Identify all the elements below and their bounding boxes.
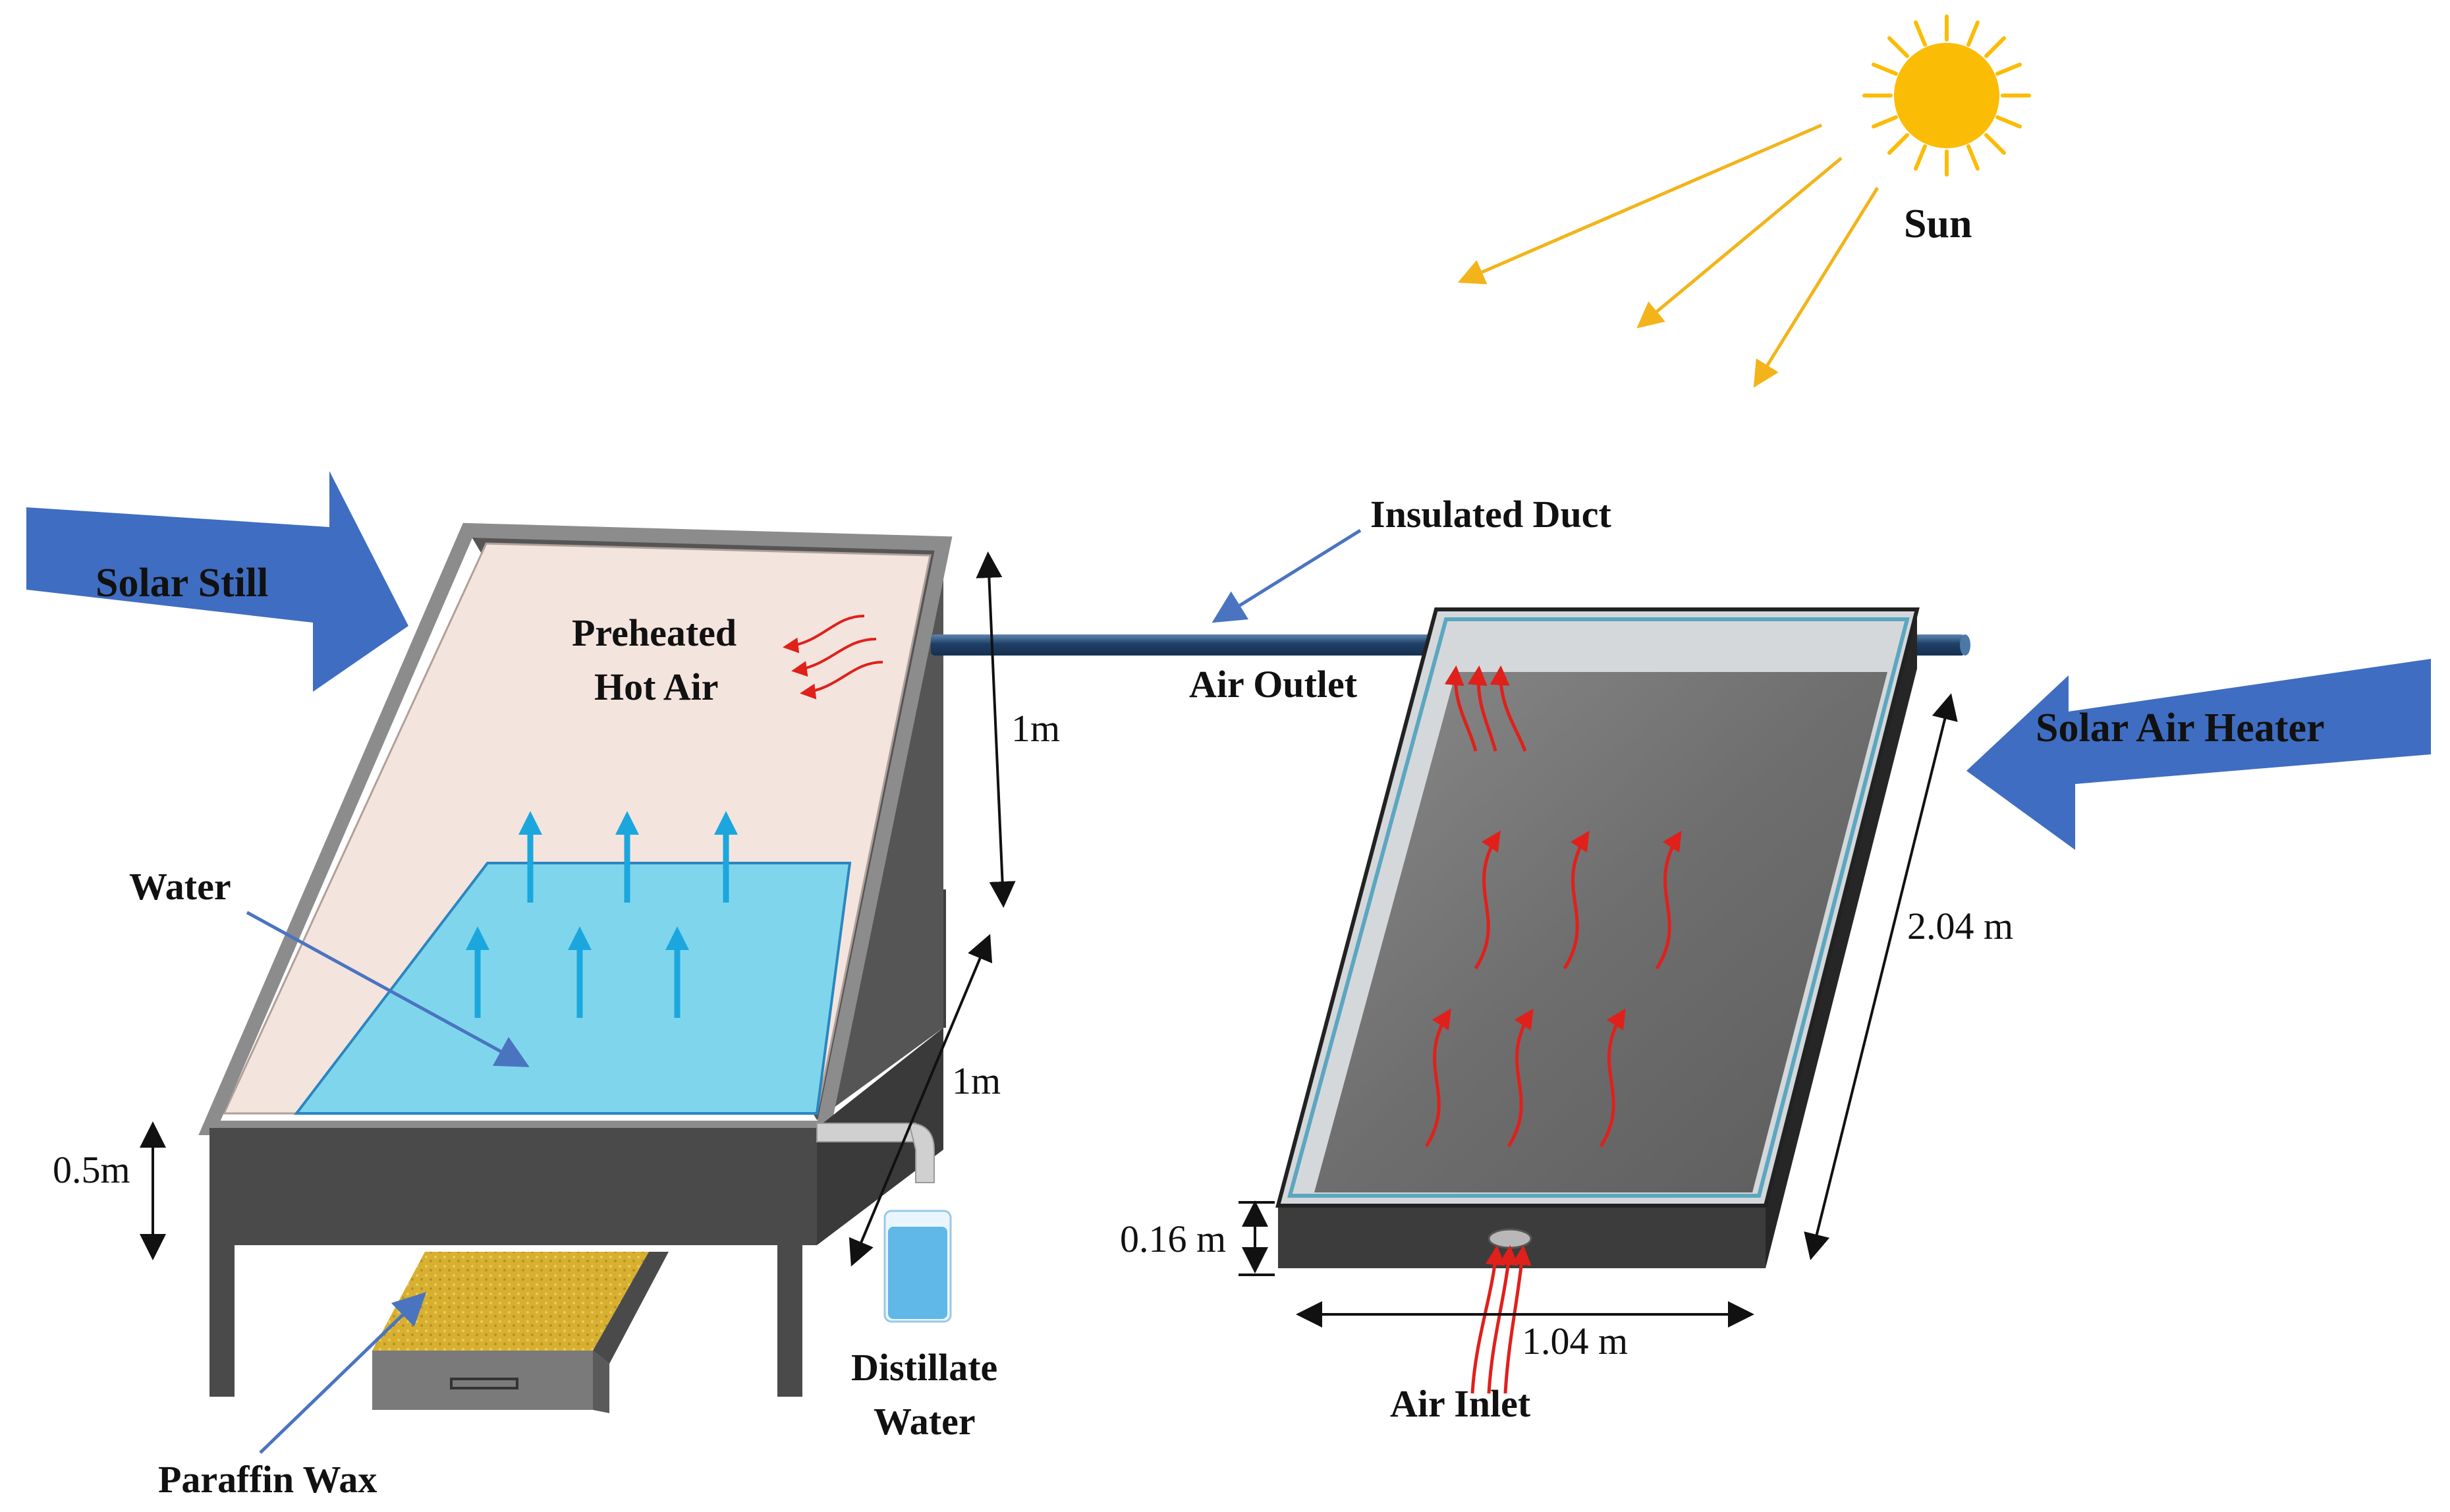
sun-group: Sun	[1457, 14, 2031, 388]
drawer-handle	[450, 1378, 518, 1389]
sun-rays	[1457, 123, 1879, 388]
solar-air-heater-label: Solar Air Heater	[2036, 706, 2325, 750]
solar-still-label: Solar Still	[96, 561, 268, 605]
still-leg	[209, 1245, 235, 1397]
air-inlet-label: Air Inlet	[1390, 1382, 1531, 1425]
distillate-water-label: Water	[874, 1400, 976, 1443]
heater-length-label: 2.04 m	[1907, 905, 2013, 947]
vapour-arrows	[466, 811, 738, 1018]
heater-depth-label: 0.16 m	[1120, 1218, 1226, 1260]
heater-width-label: 1.04 m	[1522, 1320, 1628, 1362]
hot-air-arrows	[783, 615, 883, 700]
air-outlet-label: Air Outlet	[1189, 663, 1358, 706]
airflow-arrows	[1424, 665, 1682, 1394]
dimension-lines	[140, 551, 1958, 1328]
insulated-duct-label: Insulated Duct	[1370, 493, 1611, 536]
solar-air-heater	[1275, 607, 1920, 1394]
hot-air-label: Hot Air	[594, 665, 718, 708]
still-height-label: 1m	[1011, 707, 1060, 750]
paraffin-drawer	[372, 1252, 669, 1413]
solar-air-heater-pointer: Solar Air Heater	[1966, 659, 2431, 850]
paraffin-wax-label: Paraffin Wax	[158, 1458, 377, 1501]
paraffin-pointer	[259, 1292, 427, 1454]
air-inlet-hole	[1488, 1228, 1532, 1249]
absorber-plate	[1314, 672, 1887, 1192]
sun-label: Sun	[1904, 202, 1972, 246]
water-pointer	[246, 910, 530, 1067]
still-base-height-label: 0.5m	[53, 1148, 130, 1191]
still-length-label: 1m	[952, 1059, 1001, 1102]
still-basin	[209, 1128, 817, 1245]
distillate-label: Distillate	[851, 1346, 997, 1389]
sun-icon	[1862, 14, 2031, 177]
still-leg	[777, 1245, 802, 1397]
water-label: Water	[129, 865, 231, 908]
solar-still-pointer: Solar Still	[26, 471, 408, 692]
preheated-label: Preheated	[572, 611, 737, 654]
duct-pointer	[1211, 528, 1362, 623]
